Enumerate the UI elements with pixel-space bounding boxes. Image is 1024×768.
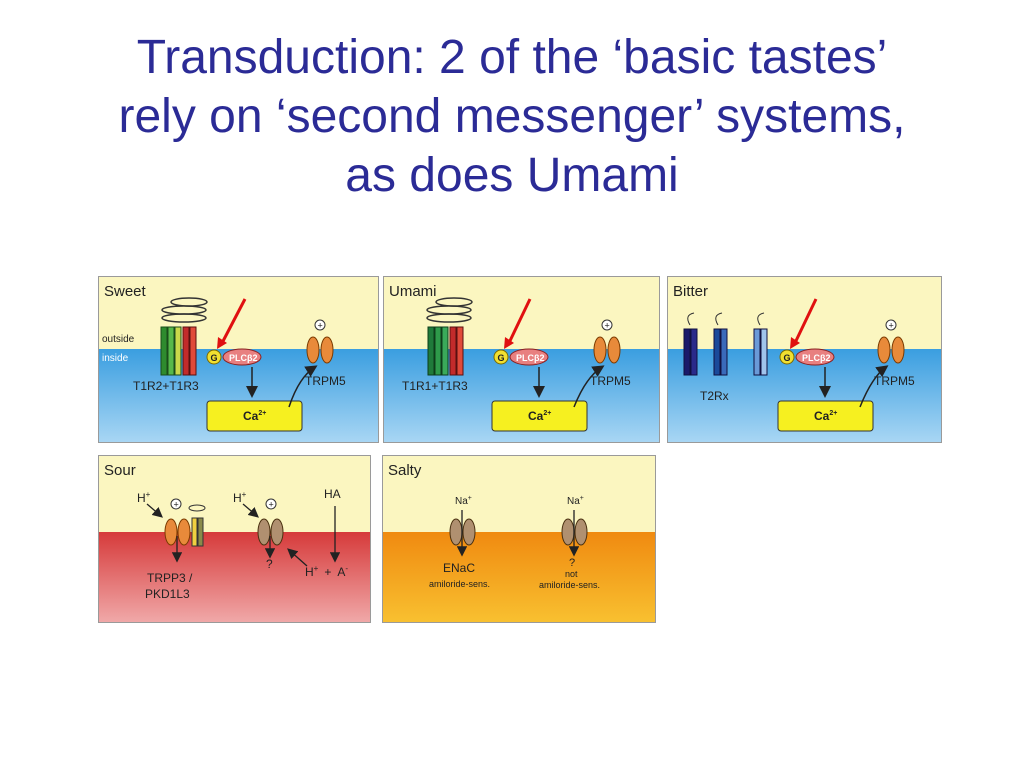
salty-na-label-2: Na+	[567, 495, 584, 507]
sweet-ca-box	[206, 400, 303, 432]
bitter-trpm5-plus: +	[889, 321, 894, 331]
slide-title: Transduction: 2 of the ‘basic tastes’ re…	[0, 28, 1024, 205]
umami-receptor-t1r1	[427, 326, 449, 376]
sour-unknown-label: ?	[266, 557, 273, 571]
bitter-g-protein	[779, 349, 795, 365]
sour-title: Sour	[104, 462, 136, 479]
salty-unknown-channel	[561, 518, 588, 546]
umami-plc	[509, 348, 549, 366]
svg-text:+: +	[269, 500, 274, 510]
umami-receptor-lobes	[426, 297, 473, 323]
salty-na-label-1: Na+	[455, 495, 472, 507]
bitter-title: Bitter	[673, 283, 708, 300]
sweet-title: Sweet	[104, 283, 147, 300]
sweet-ca-label: Ca2+	[243, 409, 266, 423]
bitter-highlight-arrowhead	[790, 337, 800, 349]
sweet-highlight-arrow	[219, 298, 247, 346]
sour-h-label-1: H+	[137, 490, 151, 505]
sweet-receptor-lobes	[161, 297, 208, 323]
salty-enac-channel	[449, 518, 476, 546]
sweet-highlight-arrowhead	[217, 337, 227, 349]
sour-h-label-2: H+	[233, 490, 247, 505]
sour-arrow-h-1	[146, 503, 163, 518]
umami-receptor-t1r3	[449, 326, 464, 376]
sweet-trpm5-plus: +	[318, 321, 323, 331]
umami-trpm5-channel: +	[593, 319, 621, 364]
bitter-ca-label: Ca2+	[814, 409, 837, 423]
sweet-trpm5-channel: +	[306, 319, 334, 364]
bitter-plc	[795, 348, 835, 366]
slide-title-line-3: as does Umami	[345, 149, 679, 202]
umami-highlight-arrowhead	[504, 337, 514, 349]
umami-ca-label: Ca2+	[528, 409, 551, 423]
salty-not-label: not	[565, 569, 578, 579]
bitter-arrow-ca-trpm5	[859, 365, 889, 408]
umami-highlight-arrow	[506, 298, 532, 346]
sweet-receptor-t1r2	[160, 326, 182, 376]
slide-title-line-2: rely on ‘second messenger’ systems,	[118, 90, 906, 143]
bitter-trpm5-channel: +	[877, 319, 905, 364]
bitter-trpm5-label: TRPM5	[874, 374, 915, 388]
sour-trpp3-channel: +	[164, 498, 206, 547]
sweet-g-protein	[206, 349, 222, 365]
bitter-diagram: Bitter T2Rx G PLCβ2 + TRPM5 Ca2+	[668, 277, 941, 442]
bitter-ca-box	[777, 400, 874, 432]
sour-ha-label: HA	[324, 487, 341, 501]
panel-bitter: Bitter T2Rx G PLCβ2 + TRPM5 Ca2+	[667, 276, 942, 443]
umami-g-label: G	[498, 353, 505, 363]
panel-sour: Sour H+ + TRPP3 / PKD1L3 H+ + ? HA H++A-	[98, 455, 371, 623]
bitter-g-label: G	[784, 353, 791, 363]
umami-trpm5-label: TRPM5	[590, 374, 631, 388]
panel-salty: Salty Na+ ENaC amiloride-sens. Na+ ? not…	[382, 455, 656, 623]
panel-sweet: Sweet outside inside T1R2+T1R3 G PLCβ2	[98, 276, 379, 443]
salty-unknown-label: ?	[569, 557, 575, 569]
umami-arrow-ca-trpm5	[573, 365, 605, 408]
sour-channel-label-1: TRPP3 /	[147, 571, 193, 585]
sweet-trpm5-label: TRPM5	[305, 374, 346, 388]
umami-g-protein	[493, 349, 509, 365]
sour-arrow-h-2	[242, 503, 259, 518]
umami-plc-label: PLCβ2	[516, 353, 545, 363]
sweet-plc	[222, 348, 262, 366]
umami-title: Umami	[389, 283, 437, 300]
sour-channel-label-2: PKD1L3	[145, 587, 190, 601]
panel-umami: Umami T1R1+T1R3 G PLCβ2 + TRPM5 Ca2+	[383, 276, 660, 443]
sour-dissociation-label: H++A-	[305, 564, 348, 579]
bitter-plc-label: PLCβ2	[802, 353, 831, 363]
slide-title-line-1: Transduction: 2 of the ‘basic tastes’	[136, 31, 888, 84]
umami-diagram: Umami T1R1+T1R3 G PLCβ2 + TRPM5 Ca2+	[384, 277, 659, 442]
sweet-outside-label: outside	[102, 334, 135, 345]
umami-ca-box	[491, 400, 588, 432]
sour-diagram: Sour H+ + TRPP3 / PKD1L3 H+ + ? HA H++A-	[99, 456, 370, 622]
salty-enac-label: ENaC	[443, 561, 475, 575]
sweet-diagram: Sweet outside inside T1R2+T1R3 G PLCβ2	[99, 277, 378, 442]
salty-sens-label-2: amiloride-sens.	[539, 580, 600, 590]
bitter-highlight-arrow	[792, 298, 818, 346]
salty-sens-label-1: amiloride-sens.	[429, 579, 490, 589]
bitter-receptors	[683, 312, 768, 376]
sweet-arrow-ca-trpm5	[288, 365, 318, 408]
bitter-receptor-label: T2Rx	[700, 389, 729, 403]
sour-unknown-channel: +	[257, 498, 284, 546]
sour-arrow-h-return	[287, 548, 308, 567]
sweet-inside-label: inside	[102, 353, 129, 364]
sweet-plc-label: PLCβ2	[229, 353, 258, 363]
sweet-g-label: G	[211, 353, 218, 363]
salty-title: Salty	[388, 462, 422, 479]
sweet-receptor-label: T1R2+T1R3	[133, 379, 199, 393]
umami-trpm5-plus: +	[605, 321, 610, 331]
svg-text:+: +	[174, 500, 179, 510]
sweet-receptor-t1r3	[182, 326, 197, 376]
umami-receptor-label: T1R1+T1R3	[402, 379, 468, 393]
salty-diagram: Salty Na+ ENaC amiloride-sens. Na+ ? not…	[383, 456, 655, 622]
